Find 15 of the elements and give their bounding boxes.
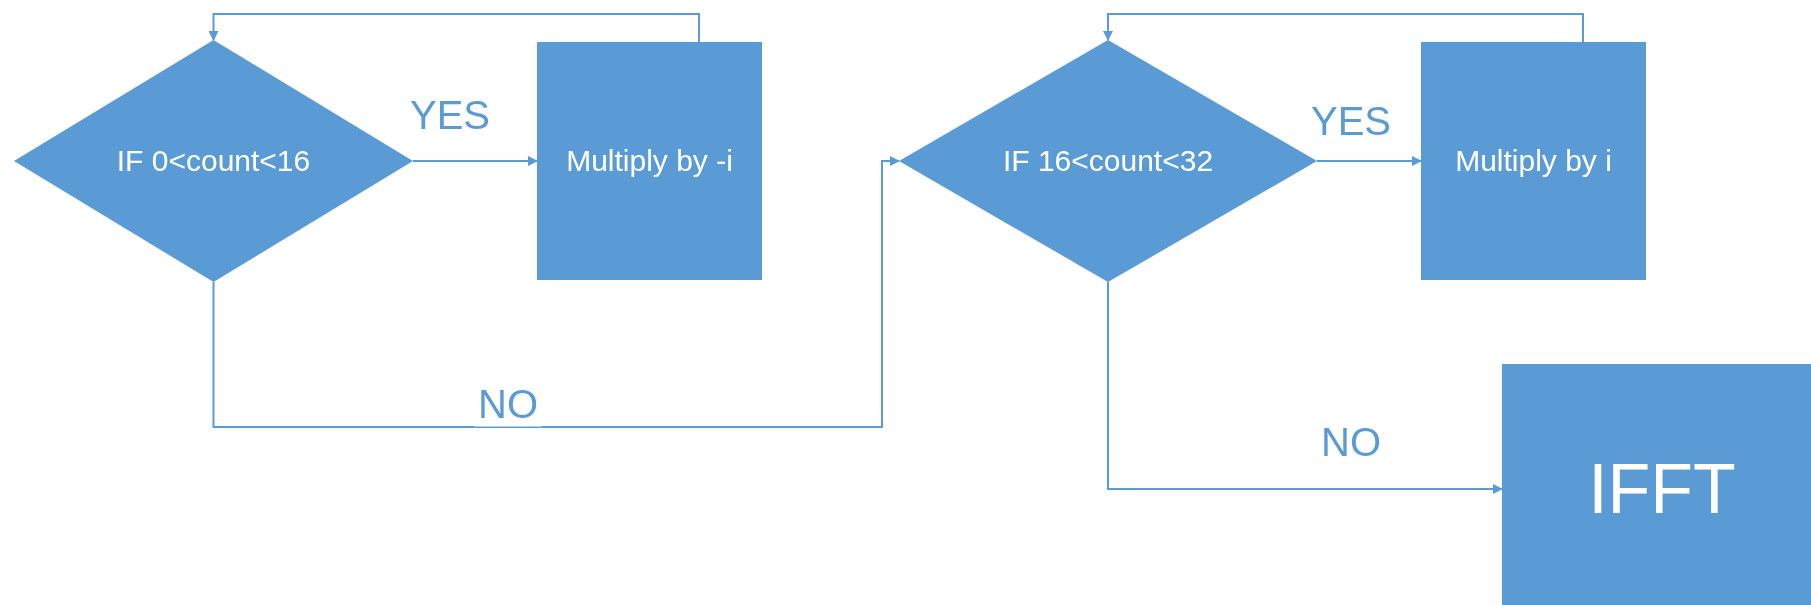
process-box	[1421, 42, 1646, 280]
decision-diamond	[14, 40, 413, 282]
arrow	[208, 13, 700, 43]
arrow	[1107, 281, 1503, 494]
node-text: IF 0<count<16	[116, 144, 311, 178]
arrow	[1316, 156, 1422, 166]
arrow	[412, 156, 538, 166]
node-text: Multiply by -i	[566, 144, 733, 178]
process-box	[537, 42, 762, 280]
arrow	[212, 156, 900, 428]
node-text: IFFT	[1588, 449, 1736, 529]
node-text: Multiply by i	[1455, 144, 1612, 178]
arrow	[1103, 13, 1584, 43]
node-text: IF 16<count<32	[1002, 144, 1214, 178]
process-box	[1502, 364, 1811, 605]
